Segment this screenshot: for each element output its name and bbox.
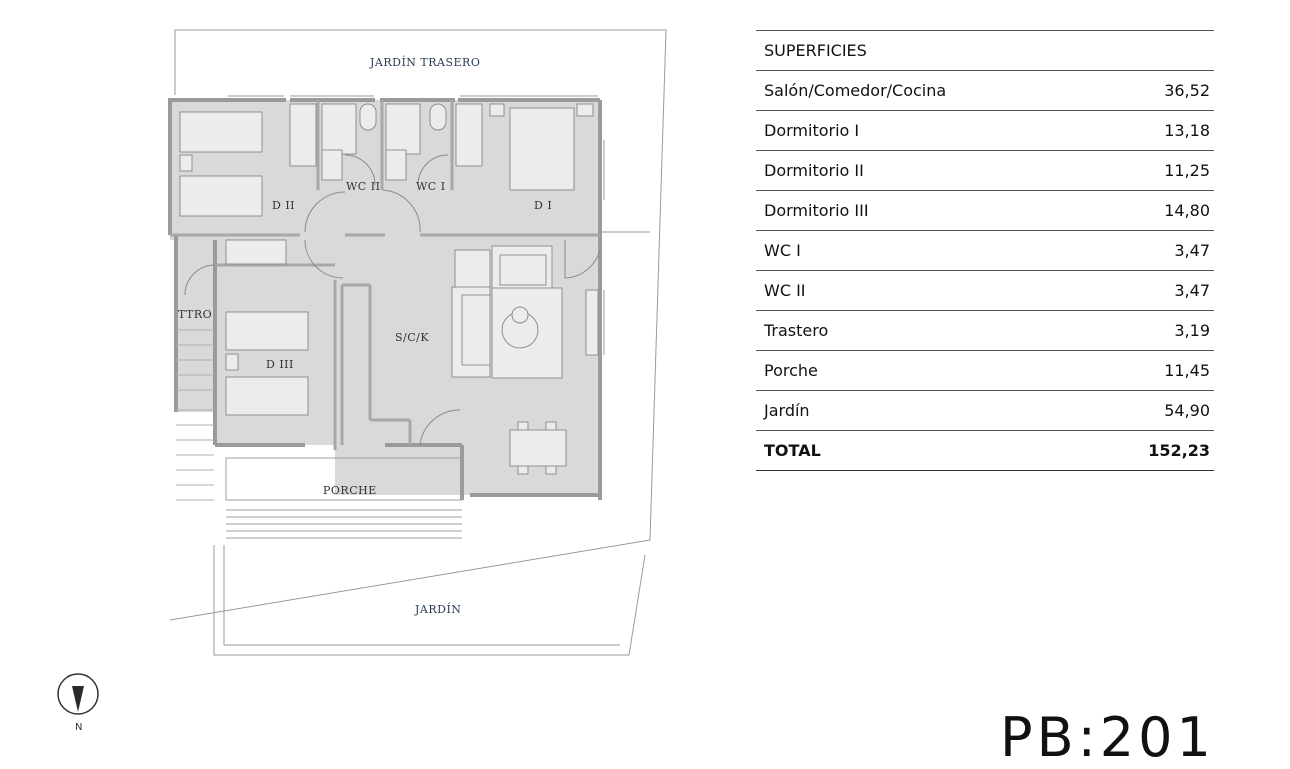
area-name: Trastero	[756, 310, 1087, 351]
door-swings	[184, 154, 601, 446]
total-label: TOTAL	[756, 430, 1087, 471]
toilet-wc1	[429, 103, 447, 131]
label-wc2: WC II	[346, 180, 380, 193]
area-value: 13,18	[1086, 110, 1214, 151]
label-d3: D III	[266, 358, 294, 371]
unit-code: PB:201	[1000, 706, 1215, 769]
area-name: Dormitorio I	[756, 110, 1087, 151]
bed-d3-top	[225, 311, 309, 351]
area-value: 54,90	[1086, 390, 1214, 431]
wardrobe-d3	[225, 239, 287, 265]
label-wc1: WC I	[416, 180, 446, 193]
plot-outline	[169, 29, 667, 656]
floor-plan: JARDÍN TRASERO D II WC II WC I D I TTRO …	[168, 29, 667, 656]
porch	[225, 457, 463, 539]
area-name: Dormitorio III	[756, 190, 1087, 231]
label-porche: PORCHE	[323, 484, 377, 497]
areas-table-header: SUPERFICIES	[756, 30, 1214, 71]
areas-title: SUPERFICIES	[756, 30, 1087, 71]
bed-d2-bottom	[179, 175, 263, 217]
label-d1: D I	[534, 199, 552, 212]
bed-d2-top	[179, 111, 263, 153]
bed-d1	[509, 107, 575, 191]
total-value: 152,23	[1086, 430, 1214, 471]
windows	[228, 95, 605, 355]
dining-table	[509, 429, 567, 467]
area-value: 11,25	[1086, 150, 1214, 191]
area-value: 3,47	[1086, 270, 1214, 311]
sink-wc2	[321, 149, 343, 181]
label-ttro: TTRO	[178, 308, 212, 321]
sink-wc1	[385, 149, 407, 181]
exterior-walls	[168, 98, 602, 500]
area-value: 11,45	[1086, 350, 1214, 391]
area-value: 3,19	[1086, 310, 1214, 351]
label-d2: D II	[272, 199, 295, 212]
label-sck: S/C/K	[395, 331, 429, 344]
area-name: Salón/Comedor/Cocina	[756, 70, 1087, 111]
area-name: Dormitorio II	[756, 150, 1087, 191]
label-jardin: JARDÍN	[414, 602, 461, 616]
area-name: Jardín	[756, 390, 1087, 431]
kitchen-counter	[585, 289, 599, 356]
label-jardin-trasero: JARDÍN TRASERO	[369, 55, 480, 69]
stair-hatch	[176, 329, 214, 501]
area-value: 14,80	[1086, 190, 1214, 231]
toilet-wc2	[359, 103, 377, 131]
wardrobe-d1	[455, 103, 483, 167]
area-value: 36,52	[1086, 70, 1214, 111]
area-name: WC I	[756, 230, 1087, 271]
bed-d3-bottom	[225, 376, 309, 416]
furniture	[179, 103, 599, 475]
shower-wc1	[385, 103, 421, 155]
sofa	[454, 249, 491, 289]
wardrobe-d2	[289, 103, 317, 167]
area-name: Porche	[756, 350, 1087, 391]
area-name: WC II	[756, 270, 1087, 311]
shower-wc2	[321, 103, 357, 155]
area-value: 3,47	[1086, 230, 1214, 271]
